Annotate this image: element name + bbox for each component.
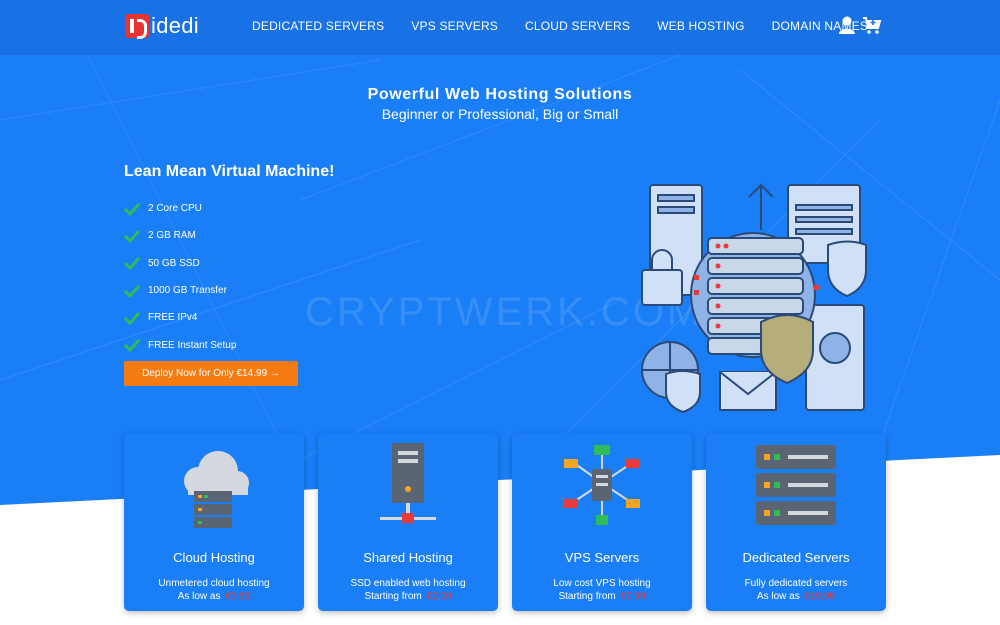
card-description: Low cost VPS hosting <box>553 578 651 589</box>
cloud-server-icon <box>184 451 249 528</box>
check-icon <box>124 311 140 325</box>
nav-icons <box>838 15 882 35</box>
check-icon <box>124 257 140 271</box>
feature-item: 2 GB RAM <box>124 222 236 249</box>
price-value: €7.99 <box>620 591 646 602</box>
brand-name: idedi <box>151 13 199 38</box>
price-prefix: Starting from <box>364 591 422 602</box>
feature-label: 50 GB SSD <box>148 257 200 269</box>
feature-item: FREE IPv4 <box>124 304 236 331</box>
card-price: Starting from €7.99 <box>512 591 692 602</box>
user-icon[interactable] <box>838 15 856 35</box>
feature-label: 2 Core CPU <box>148 203 202 215</box>
card-dedicated-servers[interactable]: Dedicated Servers Fully dedicated server… <box>706 433 886 611</box>
nav-link-web-hosting[interactable]: WEB HOSTING <box>657 19 745 33</box>
check-icon <box>124 339 140 353</box>
card-cloud-hosting[interactable]: Cloud Hosting Unmetered cloud hosting As… <box>124 433 304 611</box>
card-title: VPS Servers <box>564 550 640 565</box>
server-tower-icon <box>380 443 436 523</box>
plan-title: Lean Mean Virtual Machine! <box>124 163 335 180</box>
service-cards: Cloud Hosting Unmetered cloud hosting As… <box>124 433 886 611</box>
price-prefix: As low as <box>177 591 221 602</box>
price-value: €2.00 <box>426 591 452 602</box>
check-icon <box>124 229 140 243</box>
feature-item: FREE Instant Setup <box>124 331 236 358</box>
feature-list: 2 Core CPU 2 GB RAM 50 GB SSD 1000 GB Tr… <box>124 195 236 359</box>
card-price: As low as €3.99 <box>124 591 304 602</box>
hero-title: Powerful Web Hosting Solutions <box>367 86 633 103</box>
feature-label: FREE Instant Setup <box>148 339 237 351</box>
card-title: Shared Hosting <box>363 550 453 565</box>
main-nav: DEDICATED SERVERS VPS SERVERS CLOUD SERV… <box>252 19 895 33</box>
card-price: Starting from €2.00 <box>318 591 498 602</box>
logo-mark-icon <box>125 14 149 39</box>
vps-network-icon <box>564 445 640 525</box>
feature-label: 1000 GB Transfer <box>148 285 227 297</box>
price-value: €19.99 <box>804 591 836 602</box>
check-icon <box>124 202 140 216</box>
card-title: Dedicated Servers <box>742 550 850 565</box>
price-prefix: Starting from <box>558 591 616 602</box>
watermark: CRYPTWERK.COM <box>305 290 704 334</box>
price-prefix: As low as <box>756 591 800 602</box>
top-navbar: idedi DEDICATED SERVERS VPS SERVERS CLOU… <box>0 0 1000 55</box>
card-price: As low as €19.99 <box>706 591 886 602</box>
card-description: Fully dedicated servers <box>744 578 848 589</box>
deploy-now-button[interactable]: Deploy Now for Only €14.99 → <box>124 361 298 386</box>
card-shared-hosting[interactable]: Shared Hosting SSD enabled web hosting S… <box>318 433 498 611</box>
nav-link-dedicated-servers[interactable]: DEDICATED SERVERS <box>252 19 385 33</box>
nav-link-vps-servers[interactable]: VPS SERVERS <box>411 19 499 33</box>
feature-item: 50 GB SSD <box>124 250 236 277</box>
feature-item: 1000 GB Transfer <box>124 277 236 304</box>
price-value: €3.99 <box>225 591 251 602</box>
feature-label: FREE IPv4 <box>148 312 198 324</box>
cart-icon[interactable] <box>862 15 882 35</box>
feature-item: 2 Core CPU <box>124 195 236 222</box>
nav-link-cloud-servers[interactable]: CLOUD SERVERS <box>525 19 631 33</box>
card-title: Cloud Hosting <box>173 550 255 565</box>
feature-label: 2 GB RAM <box>148 230 196 242</box>
card-description: SSD enabled web hosting <box>350 578 466 589</box>
hero-subtitle: Beginner or Professional, Big or Small <box>381 106 619 122</box>
brand-logo[interactable]: idedi <box>125 12 199 40</box>
server-rack-icon <box>756 445 836 525</box>
card-vps-servers[interactable]: VPS Servers Low cost VPS hosting Startin… <box>512 433 692 611</box>
card-description: Unmetered cloud hosting <box>158 578 270 589</box>
server-illustration <box>641 183 867 414</box>
check-icon <box>124 284 140 298</box>
